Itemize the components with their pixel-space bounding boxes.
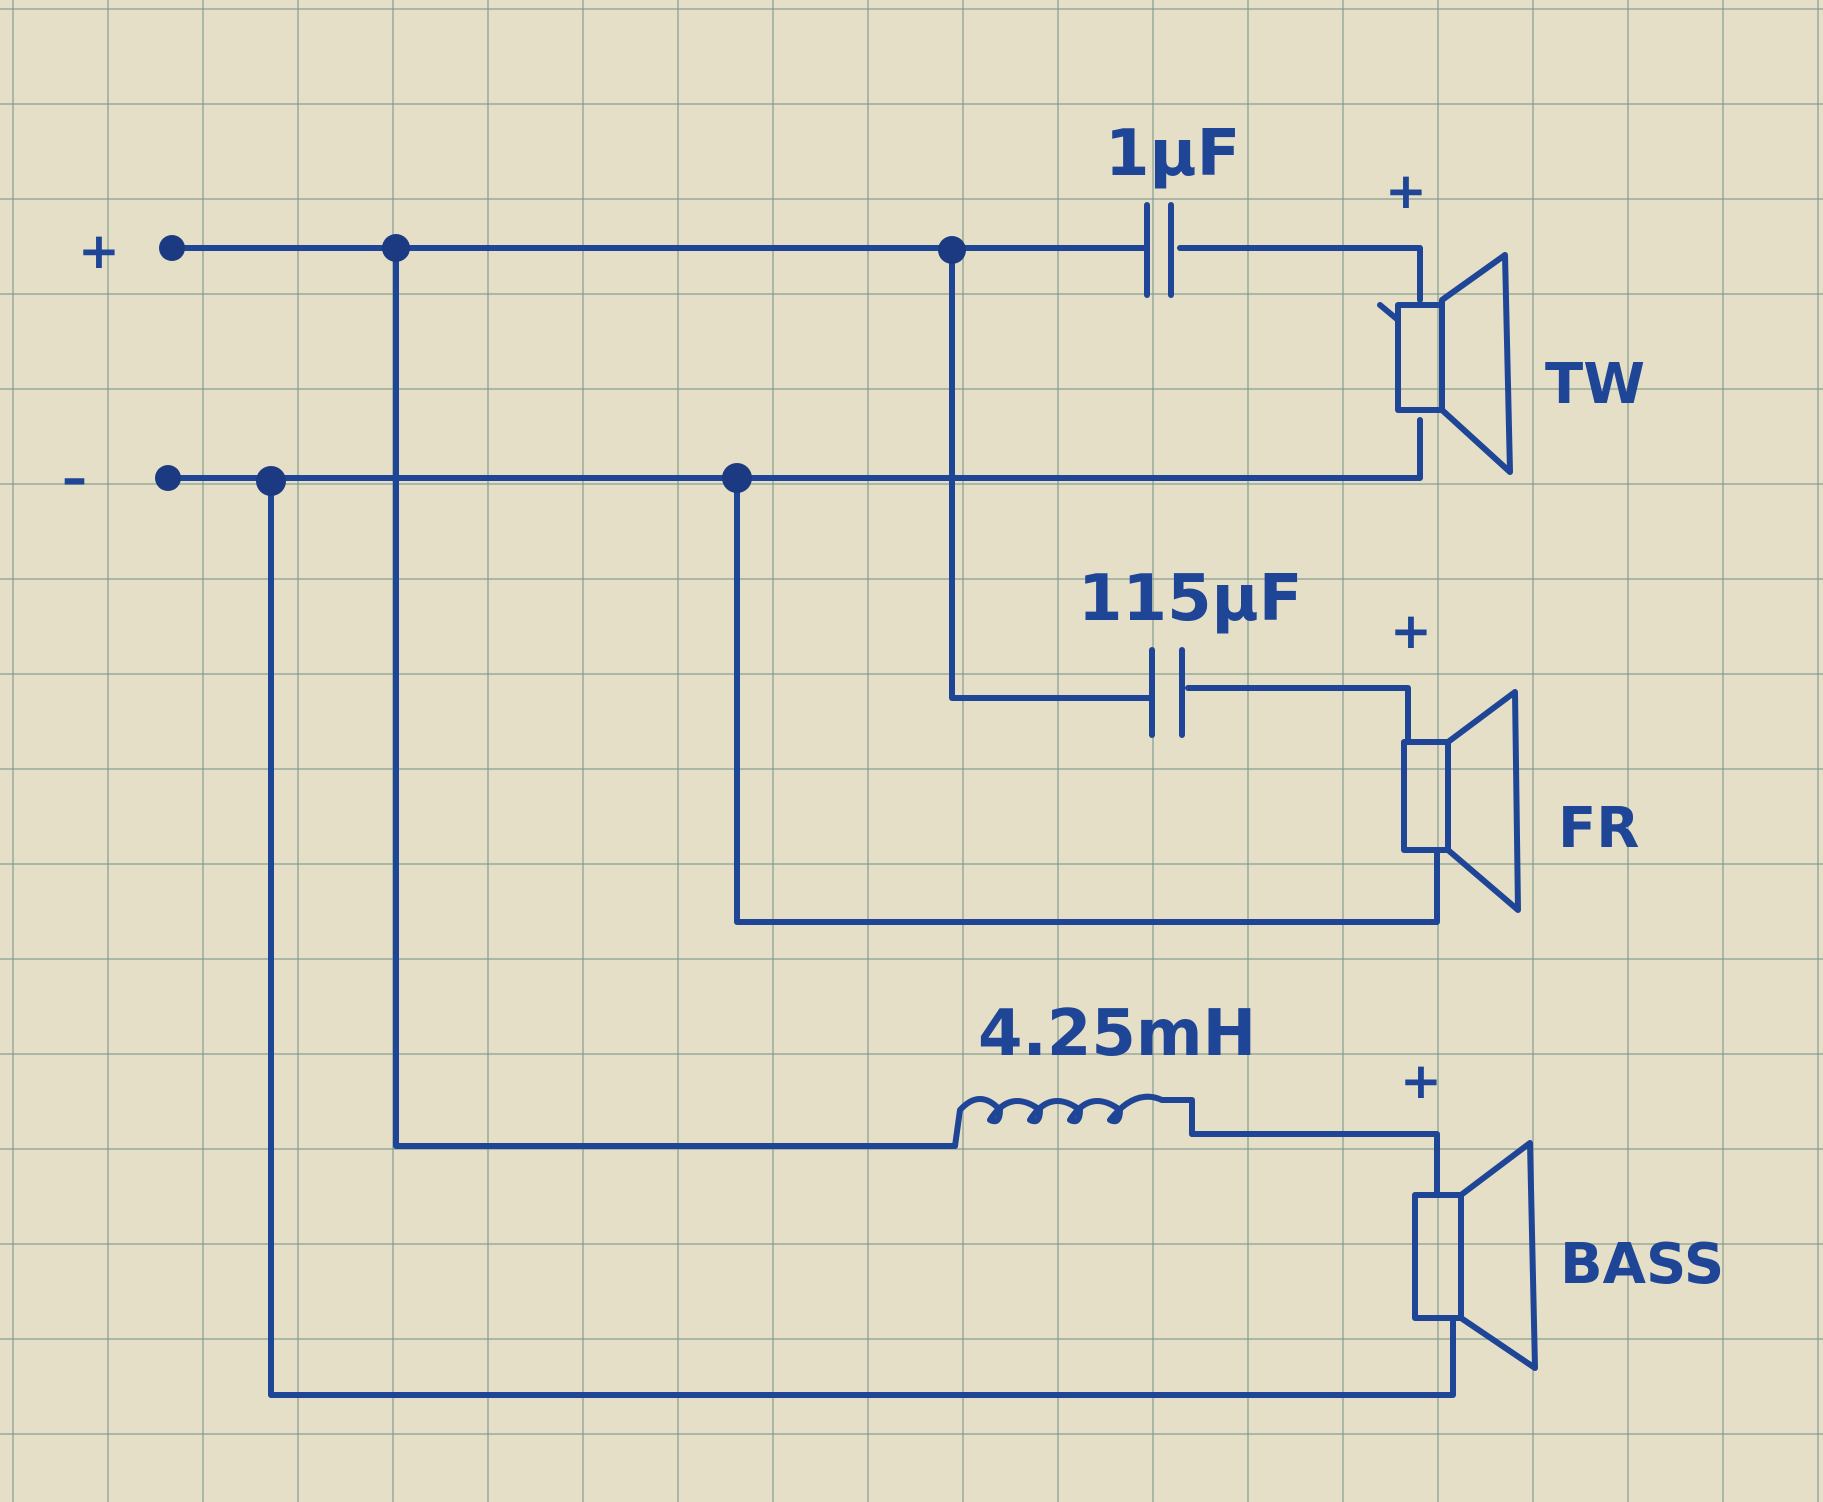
plus-terminal-dot — [159, 235, 185, 261]
fullrange-feed-wire — [949, 245, 1153, 701]
bass-plus-sign: + — [1400, 1052, 1442, 1110]
fullrange-plus-sign: + — [1390, 602, 1432, 660]
tweeter-plus-sign: + — [1385, 162, 1427, 220]
fullrange-capacitor-label: 115μF — [1078, 562, 1302, 636]
tweeter-capacitor-symbol — [1144, 202, 1174, 298]
tweeter-speaker-symbol — [1377, 252, 1513, 475]
bass-speaker-symbol — [1412, 1140, 1538, 1371]
plus-terminal-sign: + — [78, 222, 120, 280]
tweeter-capacitor-label: 1μF — [1105, 117, 1240, 191]
bass-label: BASS — [1560, 1232, 1724, 1297]
junction-dot — [938, 236, 966, 264]
tweeter-cap-to-speaker — [1177, 245, 1423, 303]
junction-dot — [382, 234, 410, 262]
junction-dot — [722, 463, 752, 493]
minus-terminal-dot — [155, 465, 181, 491]
bass-inductor-symbol — [952, 1093, 1195, 1149]
fullrange-label: FR — [1558, 796, 1639, 861]
fullrange-capacitor-symbol — [1149, 647, 1185, 738]
minus-terminal-sign: – — [62, 449, 87, 507]
minus-rail — [165, 417, 1423, 481]
fullrange-speaker-symbol — [1401, 689, 1521, 913]
fullrange-cap-to-speaker — [1185, 685, 1411, 745]
junction-dot — [256, 466, 286, 496]
tweeter-label: TW — [1545, 352, 1645, 417]
bass-feed-wire — [393, 245, 958, 1149]
inductor-to-bass — [1189, 1131, 1440, 1198]
bass-inductor-label: 4.25mH — [978, 997, 1256, 1071]
fullrange-return-wire — [734, 475, 1440, 925]
bass-return-wire — [268, 475, 1456, 1398]
